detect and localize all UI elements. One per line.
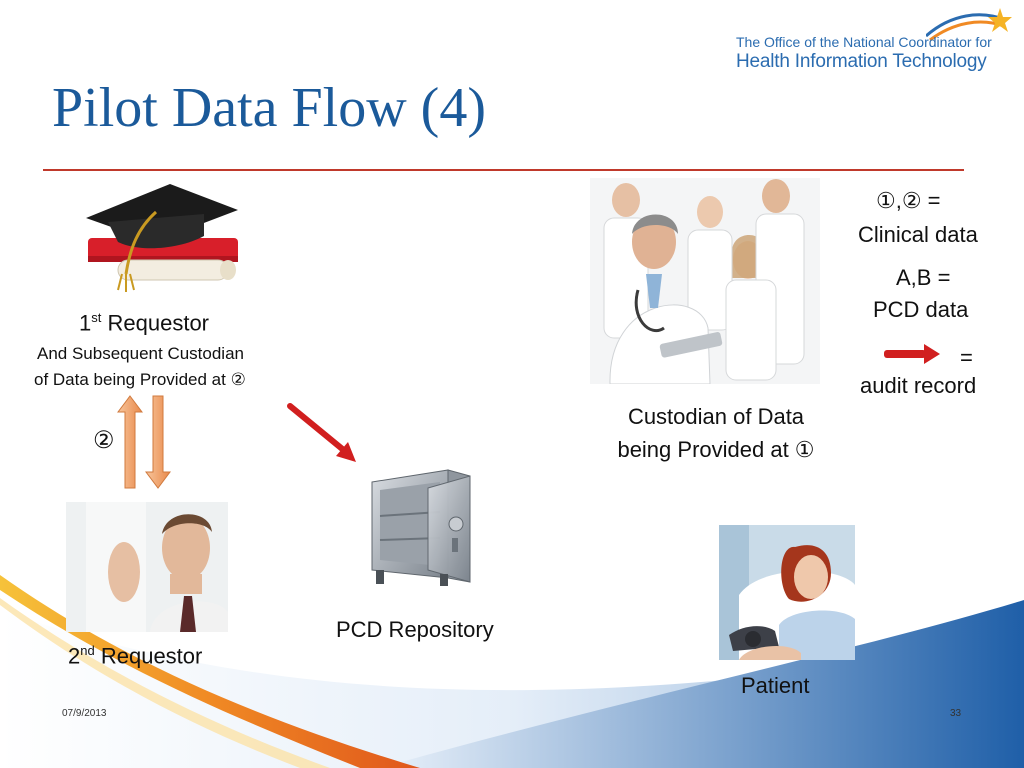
graduation-cap-image bbox=[86, 184, 238, 292]
exchange-arrows-icon bbox=[117, 395, 171, 489]
requestor-2-label: 2nd Requestor bbox=[68, 643, 202, 669]
footer-date: 07/9/2013 bbox=[62, 708, 107, 719]
patient-photo bbox=[719, 525, 855, 660]
legend-audit-text: audit record bbox=[860, 373, 977, 398]
requestor-1-subtitle-2: of Data being Provided at ② bbox=[34, 370, 246, 389]
legend-audit-arrow-icon bbox=[884, 344, 940, 364]
custodian-label-2: being Provided at ① bbox=[617, 437, 815, 462]
custodian-label-1: Custodian of Data bbox=[627, 404, 805, 429]
title-divider bbox=[43, 169, 964, 171]
flow-marker-two: ② bbox=[93, 427, 115, 454]
onc-logo: The Office of the National Coordinator f… bbox=[736, 6, 1018, 76]
legend-audit-equals: = bbox=[960, 345, 973, 370]
patient-label: Patient bbox=[741, 673, 810, 698]
legend-clinical-symbols: ①,② = bbox=[876, 188, 941, 213]
legend-pcd-text: PCD data bbox=[873, 297, 969, 322]
logo-line-1: The Office of the National Coordinator f… bbox=[736, 34, 992, 50]
custodian-team-photo bbox=[590, 178, 820, 384]
footer-page-number: 33 bbox=[950, 708, 962, 719]
requestor-2-photo bbox=[66, 502, 228, 632]
star-swoosh-icon bbox=[926, 8, 1012, 42]
legend-pcd-symbols: A,B = bbox=[896, 265, 951, 290]
requestor-1-ordinal: st bbox=[91, 310, 102, 325]
requestor-2-number: 2 bbox=[68, 643, 81, 669]
legend-clinical-text: Clinical data bbox=[858, 222, 978, 247]
requestor-2-word: Requestor bbox=[100, 643, 203, 669]
requestor-1-number: 1 bbox=[79, 310, 92, 336]
requestor-2-ordinal: nd bbox=[80, 643, 95, 658]
requestor-1-subtitle: And Subsequent Custodian bbox=[37, 344, 244, 363]
pcd-repository-label: PCD Repository bbox=[336, 617, 494, 642]
requestor-1-label: 1st Requestor bbox=[79, 310, 209, 336]
requestor-1-word: Requestor bbox=[107, 310, 210, 336]
logo-line-2: Health Information Technology bbox=[736, 51, 987, 72]
audit-arrow-diagonal-icon bbox=[287, 403, 356, 462]
pcd-repository-safe-image bbox=[371, 469, 471, 586]
slide-title: Pilot Data Flow (4) bbox=[52, 77, 486, 139]
